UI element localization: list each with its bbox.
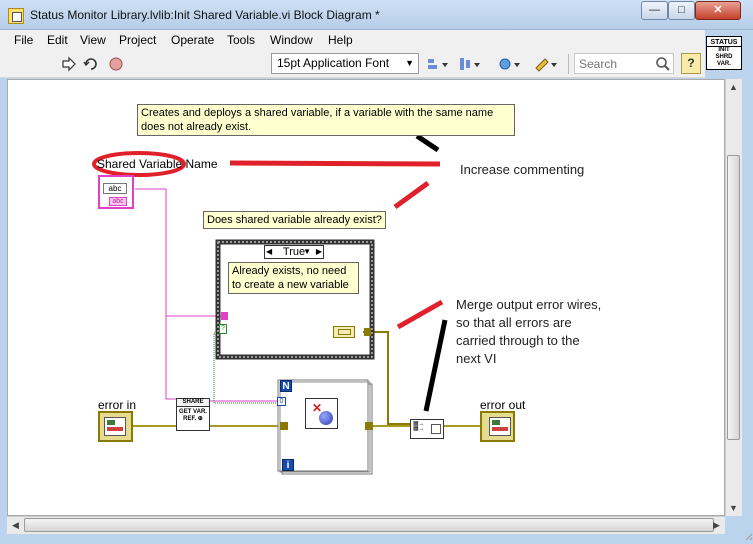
error-out-label[interactable]: error out bbox=[480, 398, 526, 412]
comment-main[interactable]: Creates and deploys a shared variable, i… bbox=[137, 104, 515, 136]
vi-icon[interactable]: STATUS INIT SHRD VAR. bbox=[706, 36, 742, 70]
merge-errors-output-icon bbox=[431, 424, 441, 434]
scroll-right-icon[interactable]: ▶ bbox=[713, 520, 720, 530]
error-loop-tunnel bbox=[365, 422, 373, 430]
string-control-glyph: abc bbox=[103, 183, 127, 194]
menu-window[interactable]: Window bbox=[270, 33, 313, 47]
cluster-icon-part bbox=[107, 420, 115, 425]
vi-icon-header: STATUS bbox=[707, 39, 741, 47]
menu-operate[interactable]: Operate bbox=[171, 33, 215, 47]
font-select-value: 15pt Application Font bbox=[277, 56, 390, 70]
vi-icon-line: VAR. bbox=[717, 61, 731, 67]
merge-errors-input-icon: ▦→▦→ bbox=[413, 421, 425, 432]
annotation-merge-errors: Merge output error wires, so that all er… bbox=[456, 297, 602, 366]
case-selector[interactable]: ◀ True ▼ ▶ bbox=[264, 245, 324, 259]
run-continuously-icon[interactable] bbox=[82, 56, 100, 72]
scroll-up-icon[interactable]: ▲ bbox=[729, 82, 738, 92]
minimize-button[interactable]: — bbox=[641, 1, 668, 20]
error-cluster-icon bbox=[338, 329, 351, 335]
run-arrow-icon[interactable] bbox=[60, 56, 78, 72]
scroll-down-icon[interactable]: ▼ bbox=[729, 503, 738, 513]
shared-variable-name-control[interactable]: abc abc bbox=[98, 175, 134, 209]
toolbar-divider bbox=[568, 54, 569, 74]
menu-bar: File Edit View Project Operate Tools Win… bbox=[0, 30, 705, 50]
case-next-arrow-icon[interactable]: ▶ bbox=[315, 247, 322, 256]
cluster-icon bbox=[104, 417, 126, 436]
font-select[interactable]: 15pt Application Font ▼ bbox=[271, 53, 419, 74]
scroll-left-icon[interactable]: ◀ bbox=[12, 520, 19, 530]
red-line-annotation bbox=[396, 299, 444, 330]
create-shared-variable-node[interactable]: ✕ bbox=[305, 398, 338, 429]
distribute-objects-icon[interactable] bbox=[458, 56, 482, 72]
loop-input-constant[interactable]: 0 bbox=[277, 397, 286, 406]
menu-view[interactable]: View bbox=[80, 33, 106, 47]
delete-x-icon: ✕ bbox=[312, 401, 323, 415]
abort-execution-icon[interactable] bbox=[107, 56, 125, 72]
clean-up-diagram-icon[interactable] bbox=[533, 56, 559, 72]
menu-file[interactable]: File bbox=[14, 33, 34, 47]
case-dropdown-icon[interactable]: ▼ bbox=[303, 247, 311, 256]
cluster-icon-part bbox=[107, 427, 123, 431]
string-case-tunnel bbox=[221, 312, 228, 320]
case-selector-terminal: ? bbox=[219, 324, 227, 334]
error-loop-tunnel bbox=[280, 422, 288, 430]
diagram-wires bbox=[92, 133, 480, 475]
vi-icon-line: SHRD bbox=[715, 54, 733, 60]
search-input[interactable] bbox=[575, 54, 655, 73]
maximize-button[interactable]: □ bbox=[668, 1, 695, 20]
string-type-glyph: abc bbox=[109, 197, 127, 206]
cluster-icon-part bbox=[492, 420, 500, 425]
black-line-annotation bbox=[423, 319, 448, 412]
cluster-icon-part bbox=[492, 427, 508, 431]
vertical-scroll-thumb[interactable] bbox=[727, 155, 740, 440]
shared-variable-globe-icon bbox=[319, 411, 333, 425]
toolbar: 15pt Application Font ▼ ? bbox=[0, 50, 705, 78]
vi-icon-line: INIT bbox=[718, 47, 730, 53]
menu-help[interactable]: Help bbox=[328, 33, 353, 47]
error-in-terminal[interactable] bbox=[98, 411, 133, 442]
search-icon[interactable] bbox=[655, 56, 671, 72]
resize-grip-icon[interactable] bbox=[742, 530, 753, 544]
horizontal-scroll-thumb[interactable] bbox=[24, 518, 714, 532]
red-line-annotation bbox=[229, 160, 441, 167]
annotation-increase-commenting: Increase commenting bbox=[460, 162, 585, 177]
search-box[interactable] bbox=[574, 53, 674, 74]
error-in-label[interactable]: error in bbox=[98, 398, 137, 412]
title-bar: Status Monitor Library.lvlib:Init Shared… bbox=[0, 0, 753, 30]
error-constant[interactable] bbox=[333, 326, 355, 338]
case-structure[interactable] bbox=[215, 239, 375, 360]
error-output-tunnel bbox=[364, 328, 371, 336]
block-diagram-canvas[interactable]: Creates and deploys a shared variable, i… bbox=[7, 79, 725, 516]
subvi-body: GET VAR. REF. ⊕ bbox=[179, 409, 207, 422]
case-selector-label: True bbox=[282, 246, 306, 258]
context-help-button[interactable]: ? bbox=[681, 53, 701, 74]
error-out-indicator[interactable] bbox=[480, 411, 515, 442]
shared-variable-name-label[interactable]: Shared Variable Name bbox=[97, 157, 218, 171]
red-circle-annotation bbox=[92, 151, 186, 177]
case-prev-arrow-icon[interactable]: ◀ bbox=[266, 247, 273, 256]
align-objects-icon[interactable] bbox=[426, 56, 450, 72]
close-button[interactable]: ✕ bbox=[695, 1, 741, 20]
labview-app-icon[interactable] bbox=[8, 8, 24, 24]
black-line-annotation bbox=[415, 133, 440, 153]
reorder-icon[interactable] bbox=[498, 56, 522, 72]
subvi-header: SHARE bbox=[177, 399, 209, 407]
cluster-icon bbox=[489, 417, 511, 436]
loop-iteration-terminal[interactable]: i bbox=[282, 459, 294, 471]
boolean-wire bbox=[213, 332, 282, 404]
comment-exists-question[interactable]: Does shared variable already exist? bbox=[203, 211, 386, 229]
menu-project[interactable]: Project bbox=[119, 33, 157, 47]
comment-case[interactable]: Already exists, no need to create a new … bbox=[228, 262, 359, 294]
menu-edit[interactable]: Edit bbox=[47, 33, 68, 47]
merge-errors-node[interactable]: ▦→▦→ bbox=[410, 419, 444, 439]
window-title: Status Monitor Library.lvlib:Init Shared… bbox=[30, 8, 380, 22]
loop-count-terminal[interactable]: N bbox=[280, 380, 292, 392]
red-line-annotation bbox=[393, 180, 430, 210]
menu-tools[interactable]: Tools bbox=[227, 33, 256, 47]
get-variable-reference-subvi[interactable]: SHARE GET VAR. REF. ⊕ bbox=[176, 398, 210, 431]
chevron-down-icon: ▼ bbox=[405, 58, 414, 68]
